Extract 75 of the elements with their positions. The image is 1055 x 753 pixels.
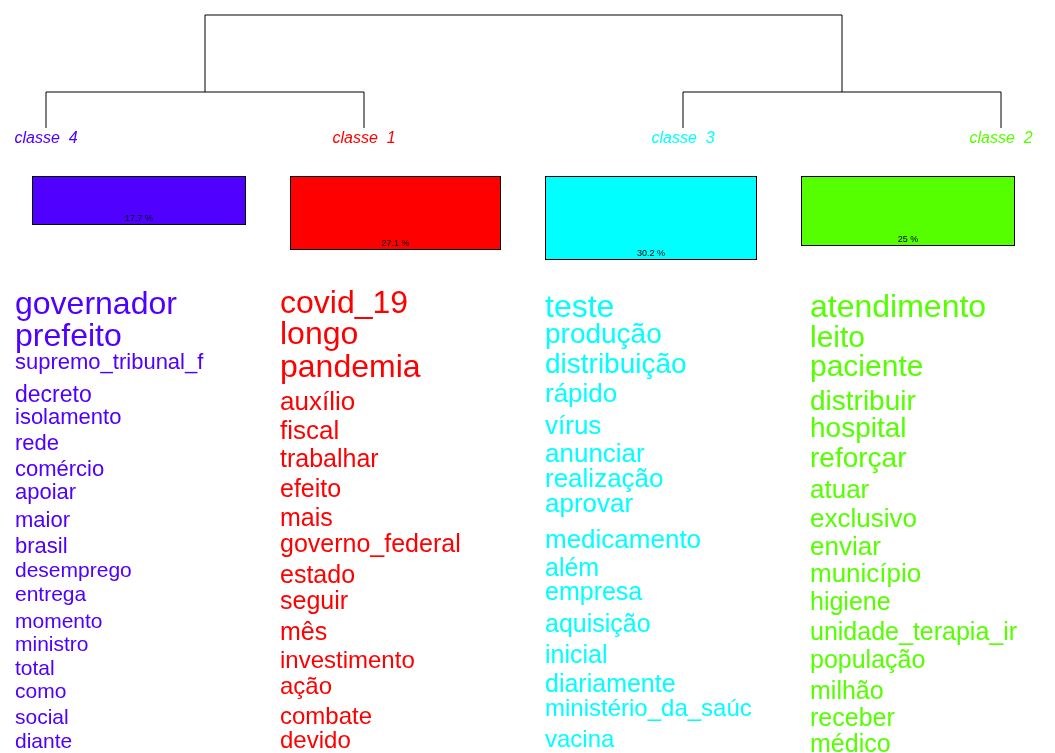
keyword: inicial (545, 641, 608, 667)
keyword: exclusivo (810, 505, 917, 531)
percentage-label: 17.7 % (125, 214, 153, 223)
class-bar (545, 176, 757, 260)
keyword: empresa (545, 578, 643, 604)
keyword: hospital (810, 414, 907, 442)
percentage-label: 27.1 % (381, 239, 410, 248)
class-bar (290, 176, 501, 250)
keyword: teste (545, 290, 615, 322)
keyword: ministro (15, 632, 89, 654)
keyword: receber (810, 704, 895, 730)
percentage-label: 25 % (897, 235, 919, 244)
keyword: isolamento (15, 406, 122, 428)
keyword: rede (15, 432, 60, 454)
class-label: classe 1 (332, 130, 396, 146)
keyword: pandemia (280, 350, 421, 382)
keyword: investimento (280, 648, 415, 672)
keyword: distribuição (545, 350, 687, 378)
keyword: reforçar (810, 444, 907, 472)
keyword: estado (280, 561, 356, 587)
keyword: enviar (810, 533, 881, 559)
keyword: anunciar (545, 440, 645, 466)
keyword: decreto (15, 382, 92, 406)
keyword: auxílio (280, 388, 356, 414)
keyword: total (15, 656, 55, 678)
keyword: trabalhar (280, 445, 379, 471)
keyword: como (15, 679, 67, 701)
keyword: seguir (280, 587, 349, 613)
keyword: distribuir (810, 387, 916, 415)
class-label: classe 4 (14, 130, 78, 146)
class-label: classe 3 (651, 130, 715, 146)
class-label: classe 2 (969, 130, 1033, 146)
keyword: higiene (810, 588, 891, 614)
keyword: ministério_da_saúc (545, 696, 752, 720)
keyword: médico (810, 730, 891, 753)
percentage-label: 30.2 % (637, 249, 665, 258)
keyword: fiscal (280, 417, 340, 443)
keyword: efeito (280, 475, 342, 501)
keyword: entrega (15, 582, 87, 604)
keyword: atendimento (810, 290, 987, 322)
keyword: comércio (15, 458, 105, 480)
keyword: desemprego (15, 558, 132, 580)
keyword: momento (15, 609, 103, 631)
keyword: prefeito (15, 319, 122, 351)
keyword: vírus (545, 412, 602, 438)
keyword: medicamento (545, 526, 702, 552)
keyword: diariamente (545, 670, 676, 696)
class-bar (32, 176, 246, 225)
keyword: devido (280, 728, 351, 752)
keyword: brasil (15, 535, 68, 557)
keyword: além (545, 554, 600, 580)
keyword: mais (280, 504, 333, 530)
keyword: aquisição (545, 610, 651, 636)
keyword: atuar (810, 476, 870, 502)
keyword: unidade_terapia_ir (810, 618, 1018, 644)
keyword: governador (15, 287, 177, 319)
keyword: ação (280, 674, 333, 698)
keyword: mês (280, 618, 328, 644)
keyword: combate (280, 704, 373, 728)
keyword: maior (15, 509, 70, 531)
keyword: realização (545, 465, 664, 491)
keyword: governo_federal (280, 530, 461, 556)
keyword: população (810, 646, 926, 672)
keyword: leito (810, 322, 866, 352)
class-bar (801, 176, 1015, 246)
keyword: covid_19 (280, 286, 409, 318)
keyword: social (15, 705, 69, 727)
keyword: apoiar (15, 481, 77, 503)
keyword: diante (15, 729, 73, 751)
keyword: paciente (810, 351, 924, 381)
keyword: município (810, 560, 922, 586)
keyword: produção (545, 320, 662, 348)
keyword: vacina (545, 727, 615, 751)
keyword: milhão (810, 677, 884, 703)
keyword: rápido (545, 380, 618, 406)
